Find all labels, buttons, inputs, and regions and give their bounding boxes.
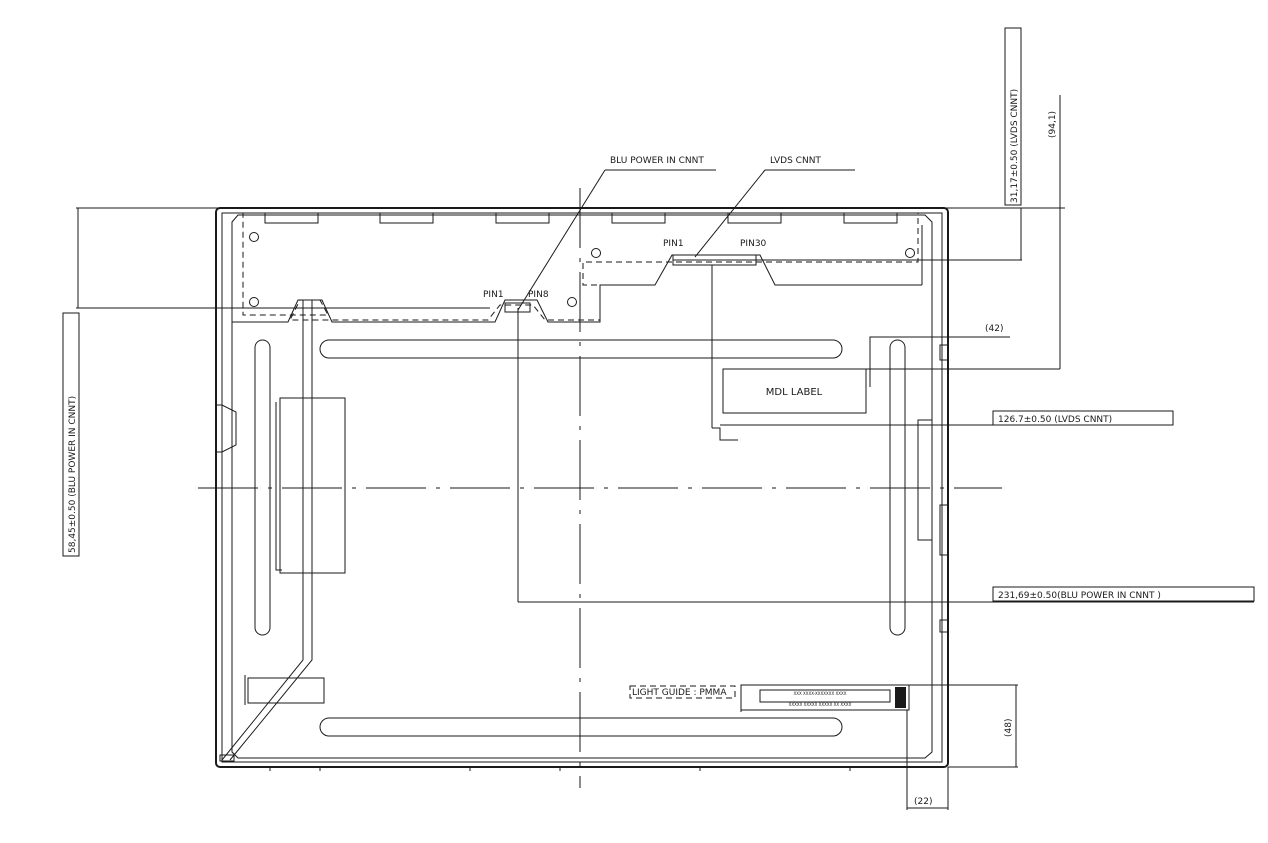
- rear-shield: [232, 225, 923, 323]
- dim-22: (22): [914, 797, 932, 807]
- lvds-horizontal-dim-box: [992, 410, 1174, 426]
- overall-vertical-dim: (94,1): [1048, 111, 1058, 138]
- lvds-horizontal-dim: 126.7±0.50 (LVDS CNNT): [998, 415, 1112, 425]
- mdl-label-text: MDL LABEL: [766, 387, 823, 398]
- lvds-pin30-label: PIN30: [740, 239, 767, 249]
- lvds-vertical-dim-box: [1004, 27, 1022, 206]
- lvds-callout: LVDS CNNT: [770, 156, 821, 166]
- dim-42: (42): [985, 324, 1003, 334]
- blu-power-leader: [517, 169, 1254, 603]
- center-lines: [198, 188, 1002, 788]
- barcode-label: [740, 684, 1018, 712]
- blu-horizontal-dim: 231,69±0.50(BLU POWER IN CNNT ): [998, 591, 1161, 601]
- barcode-line-2: XXXXX XXXXX XXXXX XX XXXX: [789, 702, 852, 707]
- light-guide-box: [629, 685, 736, 699]
- blu-power-callout: BLU POWER IN CNNT: [610, 156, 704, 166]
- blu-pin8-label: PIN8: [528, 290, 549, 300]
- dim-22-lines: [906, 710, 949, 810]
- lvds-pin1-label: PIN1: [663, 239, 684, 249]
- blu-pin1-label: PIN1: [483, 290, 504, 300]
- dim-48: (48): [1004, 719, 1014, 737]
- left-components: [219, 299, 346, 762]
- module-frame: [215, 207, 949, 771]
- blu-vertical-dim: 58,45±0.50 (BLU POWER IN CNNT): [68, 396, 78, 553]
- light-guide-text: LIGHT GUIDE : PMMA: [632, 688, 727, 698]
- barcode-line-1: XXX XXXX-XXXXXXX XXXX: [794, 691, 847, 696]
- top-reference: [76, 95, 1065, 369]
- lvds-vertical-dim: 31,17±0.50 (LVDS CNNT): [1010, 89, 1020, 203]
- blu-horizontal-dim-box: [992, 586, 1255, 602]
- pcb-outline: [242, 212, 919, 321]
- dim-48-lines: [948, 685, 1018, 768]
- mdl-label-box: [722, 336, 1060, 414]
- lvds-connector: [672, 254, 1022, 266]
- blu-vertical-dim-box: [62, 312, 80, 557]
